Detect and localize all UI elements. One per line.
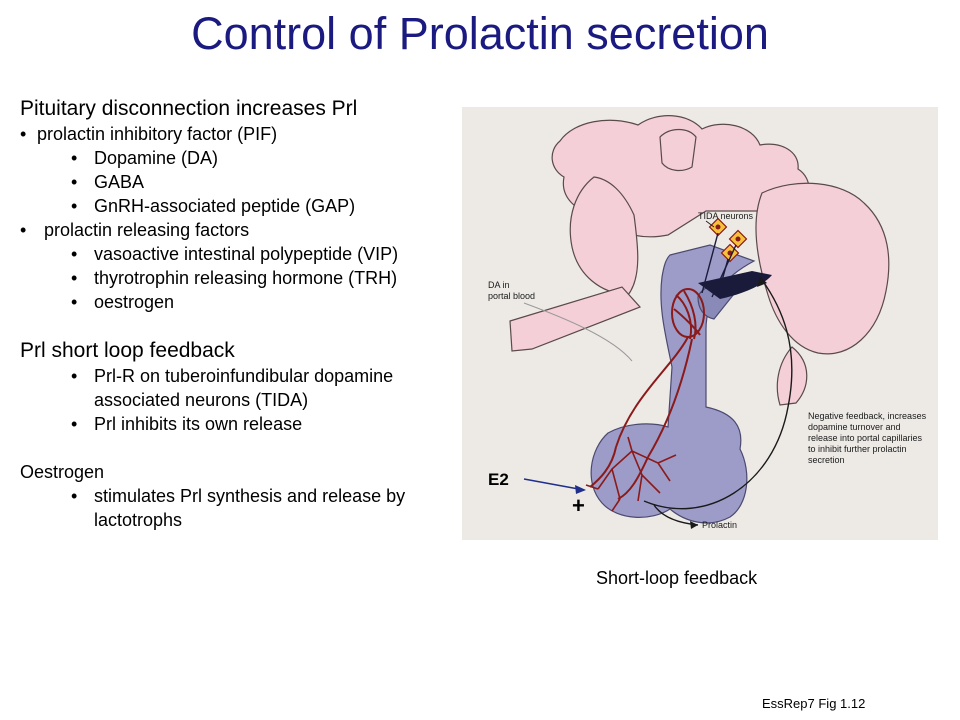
list-item: •stimulates Prl synthesis and release by… (71, 486, 406, 530)
feedback-label-line: to inhibit further prolactin (808, 444, 907, 454)
da-pointer-line (523, 302, 633, 362)
prolactin-feedback-diagram: TIDA neurons DA in portal blood Negative… (462, 107, 938, 540)
e2-arrow (523, 478, 585, 491)
list-item: •Prl-R on tuberoinfundibular dopamine as… (71, 366, 394, 410)
feedback-arrowhead (757, 277, 767, 287)
tida-pointer-line (705, 220, 715, 228)
list-item: •GnRH-associated peptide (GAP) (71, 196, 356, 216)
capillary-tree (585, 436, 677, 512)
list-item-pif: •prolactin inhibitory factor (PIF) (20, 124, 278, 144)
tida-neurons-label: TIDA neurons (698, 211, 754, 221)
section-heading-pituitary: Pituitary disconnection increases Prl (20, 97, 358, 120)
prolactin-label: Prolactin (702, 520, 737, 530)
tida-region (698, 271, 772, 299)
section-heading-oestrogen: Oestrogen (20, 462, 105, 482)
figure-caption: Short-loop feedback (596, 568, 758, 588)
bullet-text-block: Pituitary disconnection increases Prl •p… (20, 96, 460, 532)
list-item: •Prl inhibits its own release (71, 414, 303, 434)
feedback-arrow (643, 276, 793, 510)
feedback-label-line: dopamine turnover and (808, 422, 901, 432)
list-item: •vasoactive intestinal polypeptide (VIP) (71, 244, 399, 264)
da-label-line: portal blood (488, 291, 535, 301)
feedback-label-line: Negative feedback, increases (808, 411, 927, 421)
list-item-prf: •prolactin releasing factors (20, 220, 250, 240)
figure-credit: EssRep7 Fig 1.12 (762, 696, 866, 711)
slide-title: Control of Prolactin secretion (191, 8, 769, 59)
list-item: •thyrotrophin releasing hormone (TRH) (71, 268, 398, 288)
da-label-line: DA in (488, 280, 510, 290)
portal-vessels (589, 288, 705, 500)
section-heading-feedback: Prl short loop feedback (20, 339, 235, 362)
feedback-label-line: secretion (808, 455, 845, 465)
e2-arrowhead (575, 485, 586, 494)
e2-label: E2 (488, 470, 509, 489)
list-item: •oestrogen (71, 292, 175, 312)
axon-lines (701, 232, 737, 298)
negative-feedback-label: Negative feedback, increases dopamine tu… (808, 411, 929, 465)
plus-sign: + (572, 493, 585, 518)
list-item: •Dopamine (DA) (71, 148, 219, 168)
prolactin-arrowhead (690, 521, 698, 529)
da-portal-label: DA in portal blood (488, 280, 535, 301)
feedback-label-line: release into portal capillaries (808, 433, 923, 443)
list-item: •GABA (71, 172, 145, 192)
